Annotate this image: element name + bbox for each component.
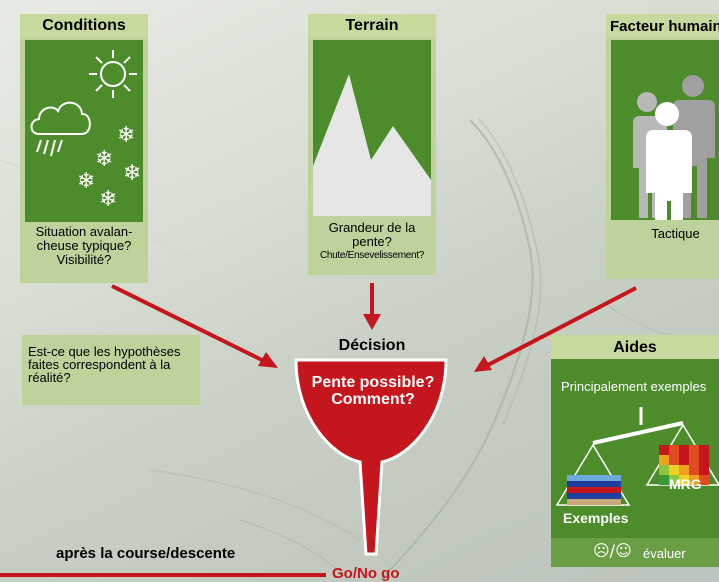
- weather-icons: ❄ ❄ ❄ ❄ ❄: [30, 50, 141, 212]
- balance-scale-icon: [555, 407, 719, 506]
- decision-funnel: [294, 358, 448, 556]
- examples-label: Exemples: [563, 510, 629, 526]
- aides-title-bar: [551, 335, 719, 359]
- conditions-text: Situation avalan- cheuse typique? Visibi…: [35, 224, 133, 267]
- terrain-card: Terrain Grandeur de la pente? Chute/Ense…: [308, 14, 436, 275]
- human-factor-card: Facteur humain Tactique: [606, 14, 719, 279]
- rain-cloud-icon: [30, 101, 91, 157]
- conditions-card: Conditions ❄ ❄ ❄ ❄ ❄: [20, 14, 148, 283]
- svg-text:❄: ❄: [123, 161, 141, 186]
- svg-text:❄: ❄: [99, 187, 117, 212]
- arrow-human-to-decision: [485, 286, 637, 368]
- bottom-red-line: [0, 573, 326, 577]
- snowflake-icon: ❄ ❄ ❄ ❄ ❄: [77, 123, 141, 212]
- aides-subtitle: Principalement exemples: [561, 379, 707, 394]
- decision-label: Décision: [338, 337, 406, 354]
- human-factor-text: Tactique: [651, 226, 700, 241]
- people-icon: [633, 75, 715, 249]
- terrain-subtext: Chute/Ensevelissement?: [319, 250, 424, 261]
- evaluate-symbols: ☹/☺: [593, 541, 632, 560]
- aides-title: Aides: [613, 339, 657, 356]
- aides-card: Aides Principalement exemples Exemp: [551, 335, 719, 567]
- arrow-conditions-to-decision: [111, 284, 267, 364]
- evaluate-text: évaluer: [643, 546, 686, 561]
- human-people-image: [611, 40, 719, 249]
- hypotheses-note: Est-ce que les hypothèses faites corresp…: [22, 335, 200, 405]
- svg-text:❄: ❄: [77, 169, 95, 194]
- mountain-icon: [313, 74, 431, 216]
- mrg-label: MRG: [669, 476, 702, 492]
- svg-text:❄: ❄: [117, 123, 135, 148]
- svg-text:❄: ❄: [95, 147, 113, 172]
- go-no-go-label: Go/No go: [332, 565, 400, 582]
- terrain-mountain-image: [313, 40, 431, 216]
- conditions-weather-image: ❄ ❄ ❄ ❄ ❄: [25, 40, 143, 222]
- human-factor-title: Facteur humain: [606, 14, 719, 38]
- terrain-title: Terrain: [308, 14, 436, 38]
- funnel-question: Pente possible? Comment?: [311, 374, 435, 408]
- terrain-text: Grandeur de la pente?: [328, 220, 416, 249]
- aides-footer-bar: [551, 538, 719, 567]
- conditions-title: Conditions: [20, 14, 148, 38]
- sun-icon: [89, 50, 137, 98]
- after-trip-label: après la course/descente: [56, 545, 236, 562]
